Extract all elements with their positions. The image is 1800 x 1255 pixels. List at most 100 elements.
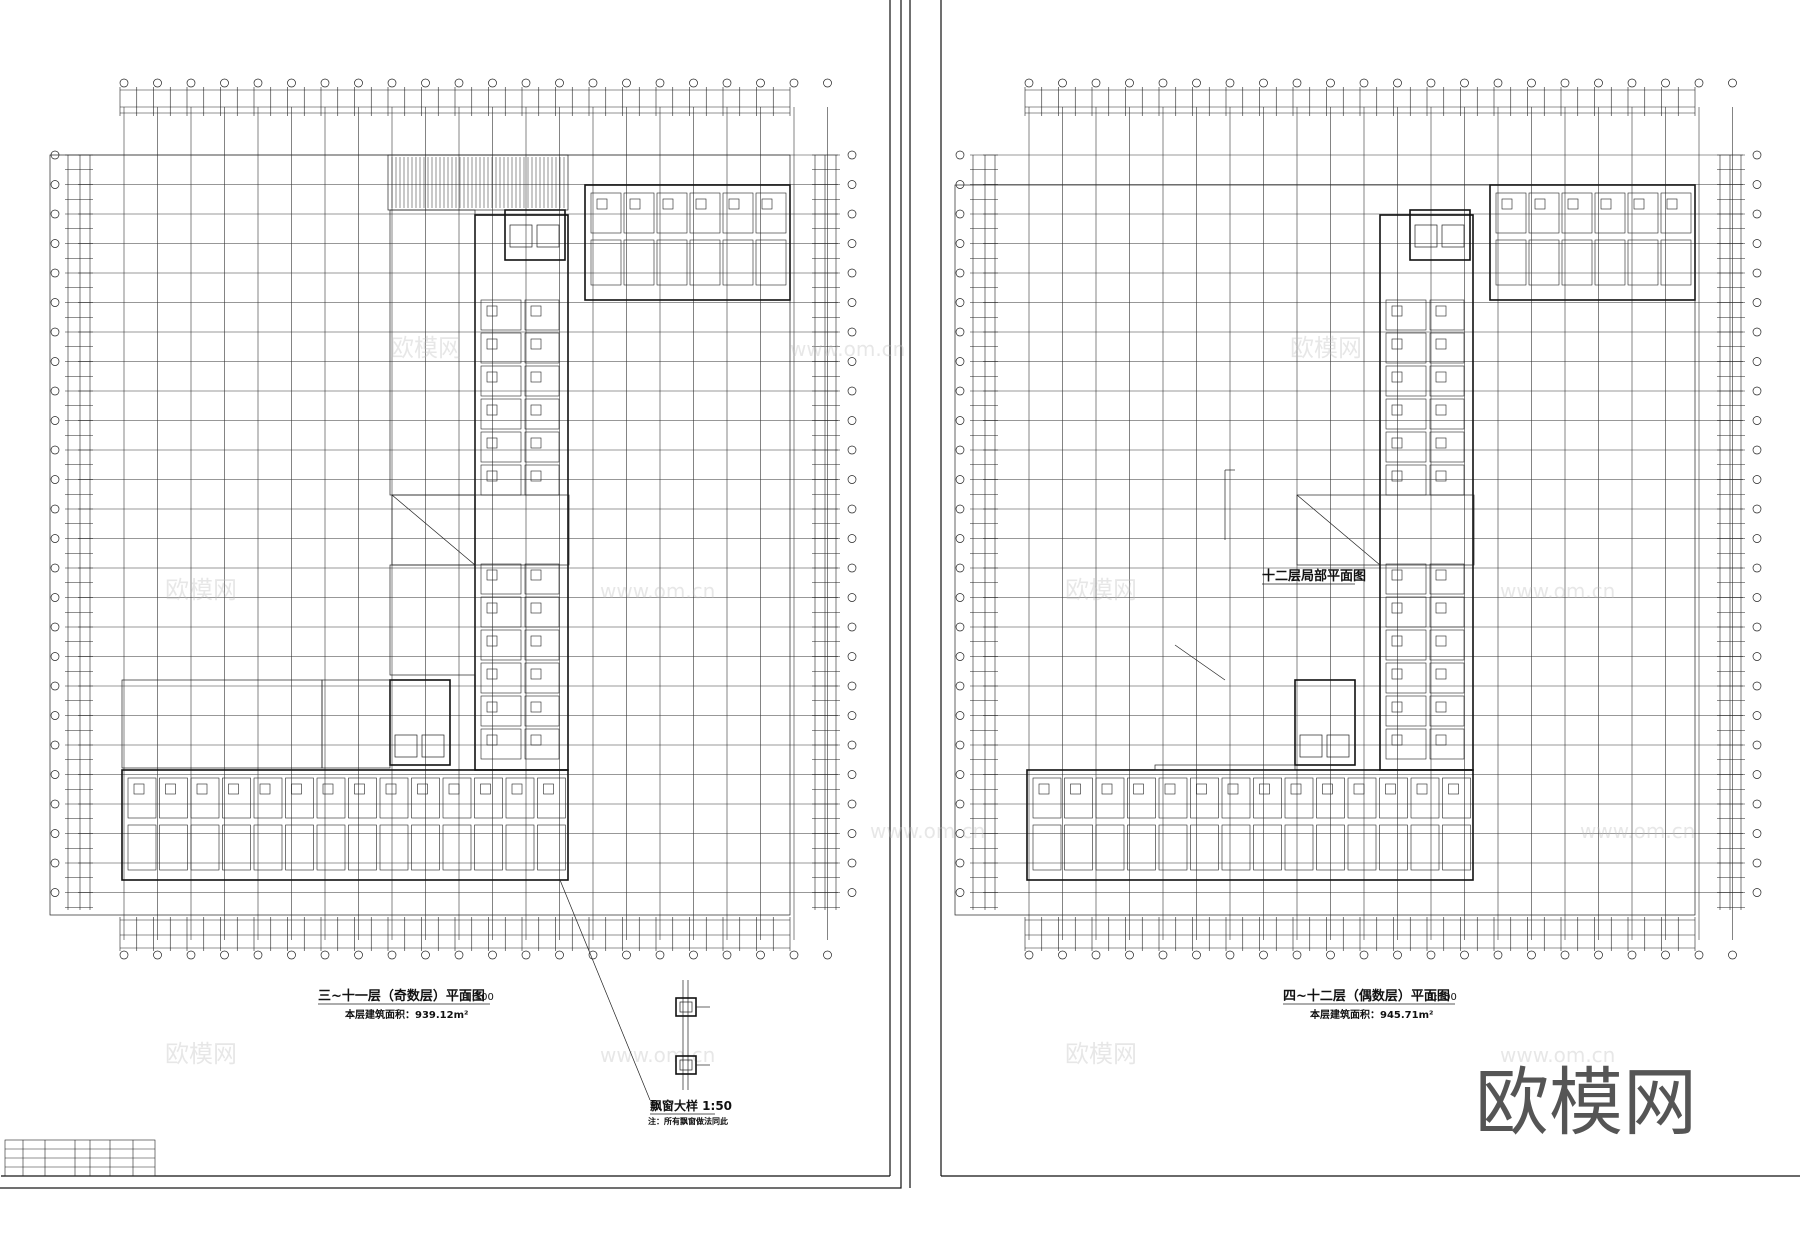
grid-bubble (756, 78, 765, 88)
bathroom (486, 404, 498, 416)
grid-bubble (847, 475, 857, 484)
grid-bubble (1527, 78, 1536, 88)
local-plan-label: 十二层局部平面图 (1262, 568, 1366, 584)
watermark-url: www.om.cn (870, 819, 985, 843)
grid-bubble (1393, 950, 1402, 960)
bathroom (1196, 783, 1207, 795)
room-unit (1429, 563, 1465, 595)
bathroom (530, 734, 542, 746)
room-unit (480, 695, 522, 727)
grid-bubble (847, 622, 857, 632)
grid-bubble (1752, 770, 1762, 779)
room-unit (1253, 824, 1282, 871)
bathroom (1391, 437, 1403, 449)
void-diagonal (391, 494, 476, 566)
grid-bubble (847, 386, 857, 396)
bathroom (1435, 569, 1447, 581)
grid-bubble (1292, 950, 1302, 960)
grid-bubble (1752, 888, 1762, 897)
grid-bubble (50, 239, 60, 248)
grid-bubble (50, 681, 60, 691)
grid-bubble (1752, 268, 1762, 278)
room-unit (1495, 192, 1527, 234)
room-unit (1284, 777, 1314, 819)
grid-bubble (955, 239, 965, 248)
void-frame (391, 494, 570, 566)
room-unit (480, 431, 522, 463)
room-unit (623, 239, 655, 286)
grid-bubble (153, 78, 162, 88)
room-unit (316, 777, 346, 819)
grid-bubble (50, 858, 60, 868)
bathroom (1391, 470, 1403, 482)
grid-bubble (955, 150, 965, 160)
grid-bubble (1752, 357, 1762, 366)
room-unit (1442, 777, 1471, 819)
grid-bubble (1359, 950, 1369, 960)
void-frame (1296, 494, 1475, 566)
grid-bubble (847, 416, 857, 425)
bathroom (1259, 783, 1270, 795)
bathroom (1600, 198, 1612, 210)
building-wall (121, 769, 569, 881)
bathroom (486, 371, 498, 383)
grid-bubble (119, 78, 129, 88)
stair-core (504, 209, 566, 261)
grid-bubble (1125, 78, 1134, 88)
bathroom (530, 338, 542, 350)
grid-bubble (50, 357, 60, 366)
grid-bubble (1752, 504, 1762, 514)
bathroom (1391, 569, 1403, 581)
bathroom (761, 198, 773, 210)
grid-bubble (220, 78, 229, 88)
grid-bubble (50, 563, 60, 573)
bathroom (486, 437, 498, 449)
bathroom (1101, 783, 1113, 795)
grid-bubble (287, 78, 296, 88)
elevator (1441, 224, 1465, 248)
bathroom (486, 635, 498, 647)
grid-bubble (955, 327, 965, 337)
bathroom (486, 338, 498, 350)
stair-core (1294, 679, 1356, 766)
grid-bubble (1594, 78, 1603, 88)
grid-bubble (50, 504, 60, 514)
room-unit (1429, 662, 1465, 694)
bathroom (486, 305, 498, 317)
bathroom (530, 701, 542, 713)
room-unit (505, 824, 535, 871)
bathroom (1391, 371, 1403, 383)
left-floor-plan (49, 78, 857, 960)
bathroom (1435, 338, 1447, 350)
room-unit (1385, 299, 1427, 331)
room-unit (480, 728, 522, 760)
room-unit (1561, 192, 1593, 234)
grid-bubble (387, 78, 397, 88)
room-unit (722, 239, 754, 286)
grid-bubble (1292, 78, 1302, 88)
room-unit (1385, 695, 1427, 727)
room-unit (1385, 629, 1427, 661)
room-unit (1190, 777, 1219, 819)
terrace-zone (389, 209, 476, 496)
grid-bubble (454, 78, 464, 88)
grid-bubble (955, 593, 965, 602)
room-unit (411, 777, 440, 819)
bathroom (1448, 783, 1459, 795)
grid-bubble (1752, 386, 1762, 396)
grid-bubble (1752, 593, 1762, 602)
grid-bubble (50, 180, 60, 189)
grid-bubble (847, 445, 857, 455)
elevator (509, 224, 533, 248)
room-unit (524, 299, 560, 331)
room-unit (1627, 239, 1659, 286)
bathroom (1133, 783, 1144, 795)
room-unit (480, 563, 522, 595)
grid-bubble (50, 327, 60, 337)
grid-bubble (955, 740, 965, 750)
grid-bubble (50, 298, 60, 307)
grid-bubble (955, 268, 965, 278)
grid-bubble (153, 950, 162, 960)
outline-frame (954, 184, 1696, 916)
grid-bubble (1752, 681, 1762, 691)
